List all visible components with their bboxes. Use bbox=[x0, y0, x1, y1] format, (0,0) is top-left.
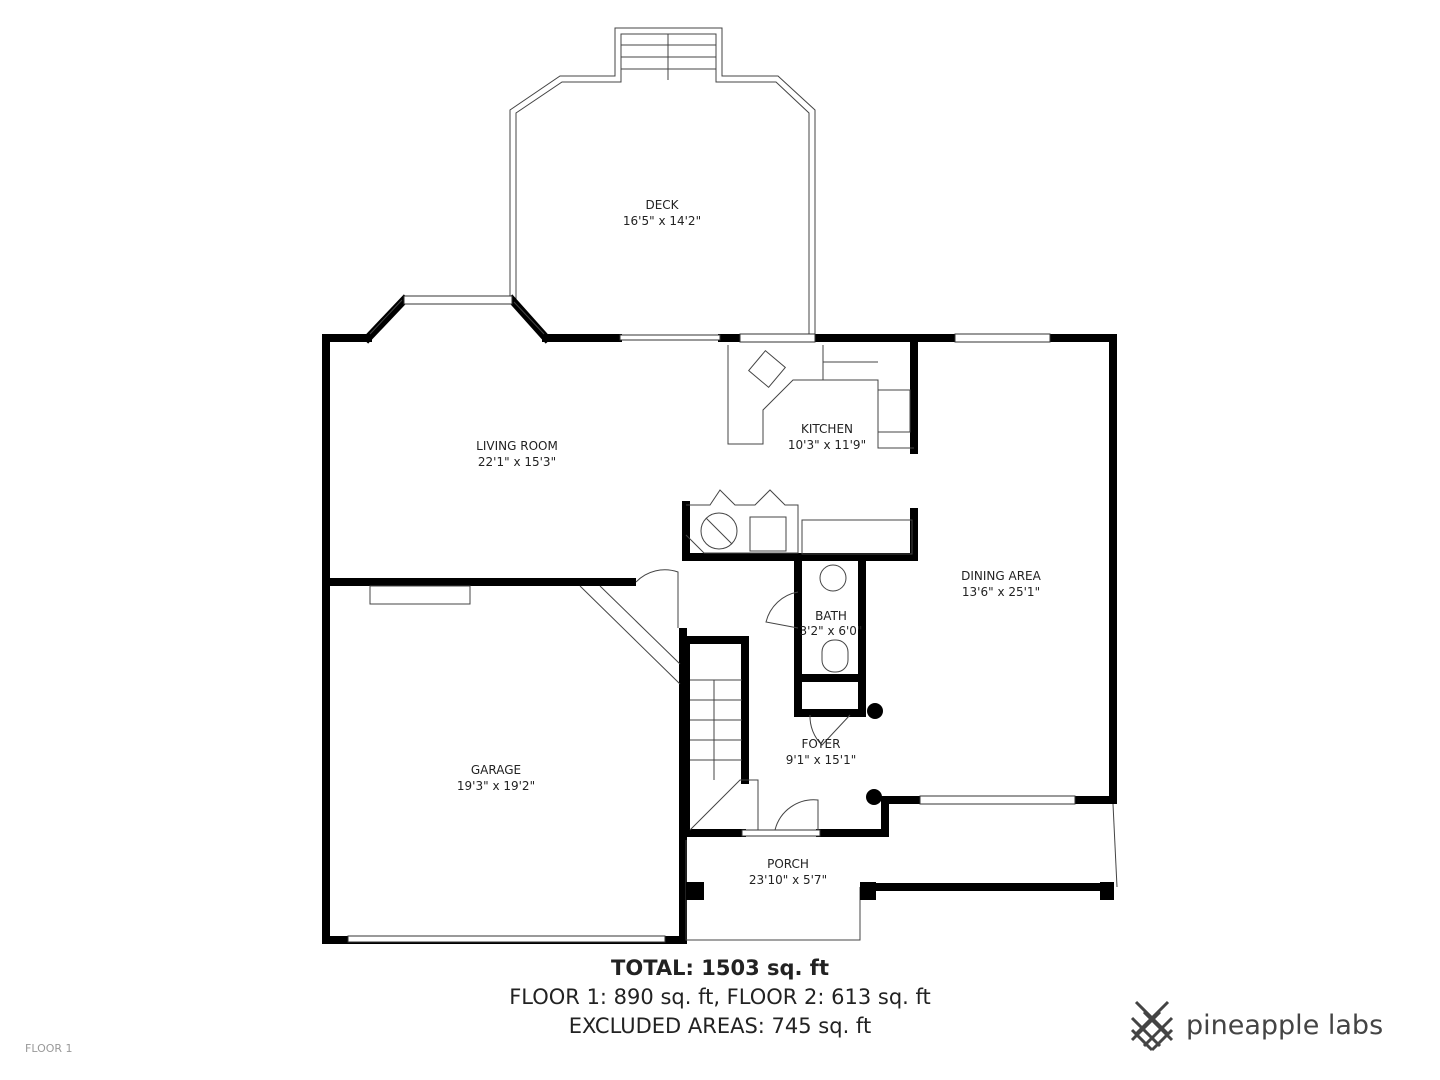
room-size: 16'5" x 14'2" bbox=[623, 214, 701, 228]
brand-name: pineapple labs bbox=[1186, 1009, 1384, 1041]
stairs bbox=[369, 585, 759, 831]
room-size: 13'6" x 25'1" bbox=[962, 585, 1040, 599]
floor-label: FLOOR 1 bbox=[25, 1042, 73, 1055]
area-summary: TOTAL: 1503 sq. ft FLOOR 1: 890 sq. ft, … bbox=[0, 954, 1440, 1041]
room-foyer: FOYER 9'1" x 15'1" bbox=[786, 737, 857, 767]
room-dining-area: DINING AREA 13'6" x 25'1" bbox=[961, 569, 1042, 599]
room-size: 9'1" x 15'1" bbox=[786, 753, 857, 767]
room-name: LIVING ROOM bbox=[476, 439, 558, 453]
room-name: DINING AREA bbox=[961, 569, 1042, 583]
room-name: BATH bbox=[815, 609, 847, 623]
room-garage: GARAGE 19'3" x 19'2" bbox=[457, 763, 535, 793]
porch-outline bbox=[685, 703, 1118, 941]
room-name: KITCHEN bbox=[801, 422, 853, 436]
room-name: FOYER bbox=[802, 737, 841, 751]
pineapple-icon bbox=[1130, 1000, 1174, 1052]
room-size: 22'1" x 15'3" bbox=[478, 455, 556, 469]
windows bbox=[347, 295, 1076, 943]
room-porch: PORCH 23'10" x 5'7" bbox=[749, 857, 827, 887]
floor-areas: FLOOR 1: 890 sq. ft, FLOOR 2: 613 sq. ft bbox=[509, 985, 931, 1009]
kitchen-fixtures bbox=[685, 345, 914, 673]
room-deck: DECK 16'5" x 14'2" bbox=[623, 198, 701, 228]
room-name: GARAGE bbox=[471, 763, 521, 777]
room-living-room: LIVING ROOM 22'1" x 15'3" bbox=[476, 439, 558, 469]
doors bbox=[635, 569, 851, 831]
room-kitchen: KITCHEN 10'3" x 11'9" bbox=[788, 422, 866, 452]
room-size: 3'2" x 6'0" bbox=[800, 624, 863, 638]
room-name: PORCH bbox=[767, 857, 809, 871]
room-bath: BATH 3'2" x 6'0" bbox=[800, 609, 863, 638]
excluded-areas: EXCLUDED AREAS: 745 sq. ft bbox=[568, 1014, 872, 1038]
brand-logo: pineapple labs bbox=[1130, 996, 1383, 1054]
total-area: TOTAL: 1503 sq. ft bbox=[611, 956, 829, 980]
room-name: DECK bbox=[645, 198, 679, 212]
deck-outline bbox=[509, 27, 816, 338]
exterior-walls bbox=[322, 294, 1117, 944]
room-size: 23'10" x 5'7" bbox=[749, 873, 827, 887]
room-size: 19'3" x 19'2" bbox=[457, 779, 535, 793]
room-size: 10'3" x 11'9" bbox=[788, 438, 866, 452]
